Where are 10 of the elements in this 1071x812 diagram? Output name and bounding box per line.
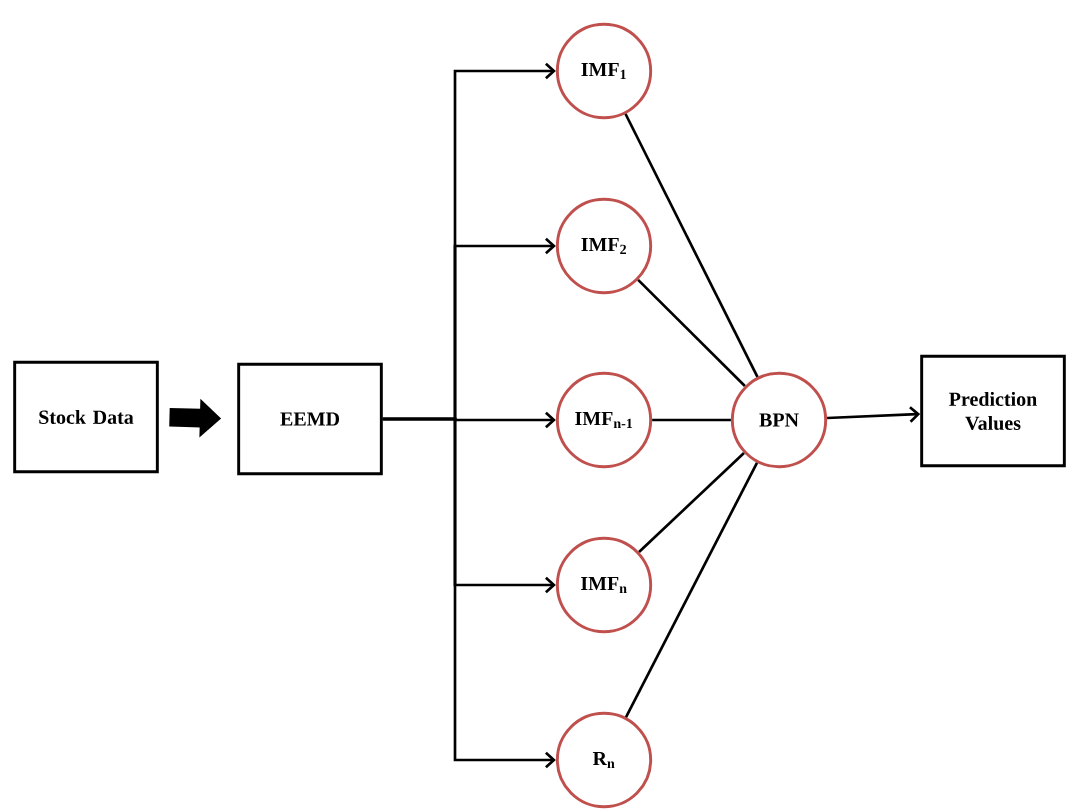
- arrow: [827, 406, 921, 423]
- process-box: Prediction Values: [920, 354, 1066, 468]
- connector-line: [624, 462, 759, 718]
- connector-line: [638, 452, 745, 553]
- connector-line: [637, 279, 746, 387]
- process-box: Stock Data: [13, 360, 159, 474]
- connector-line: [652, 418, 731, 422]
- process-box: EEMD: [237, 362, 383, 476]
- connector-line: [624, 113, 759, 378]
- arrow: [382, 417, 556, 769]
